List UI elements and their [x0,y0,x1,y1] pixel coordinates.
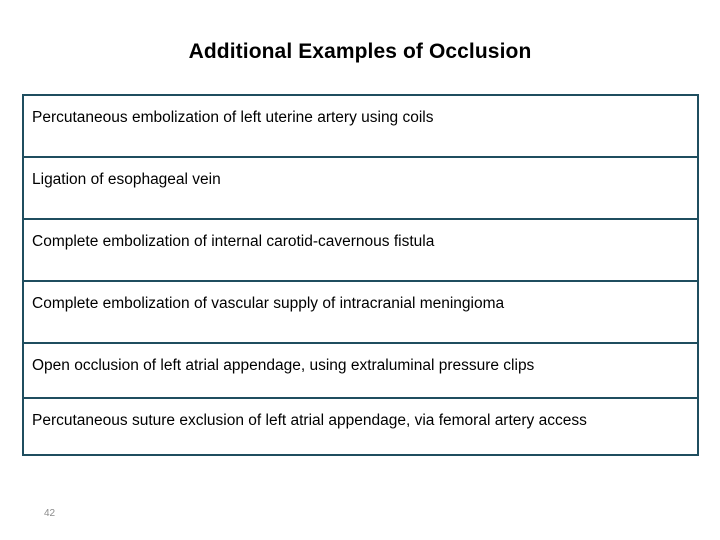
table-row: Percutaneous embolization of left uterin… [24,96,697,158]
examples-table: Percutaneous embolization of left uterin… [22,94,699,456]
table-row: Ligation of esophageal vein [24,158,697,220]
page-number: 42 [44,508,56,519]
table-row: Complete embolization of vascular supply… [24,282,697,344]
table-row: Percutaneous suture exclusion of left at… [24,399,697,454]
page-title: Additional Examples of Occlusion [188,40,532,63]
table-row: Open occlusion of left atrial appendage,… [24,344,697,399]
table-row: Complete embolization of internal caroti… [24,220,697,282]
